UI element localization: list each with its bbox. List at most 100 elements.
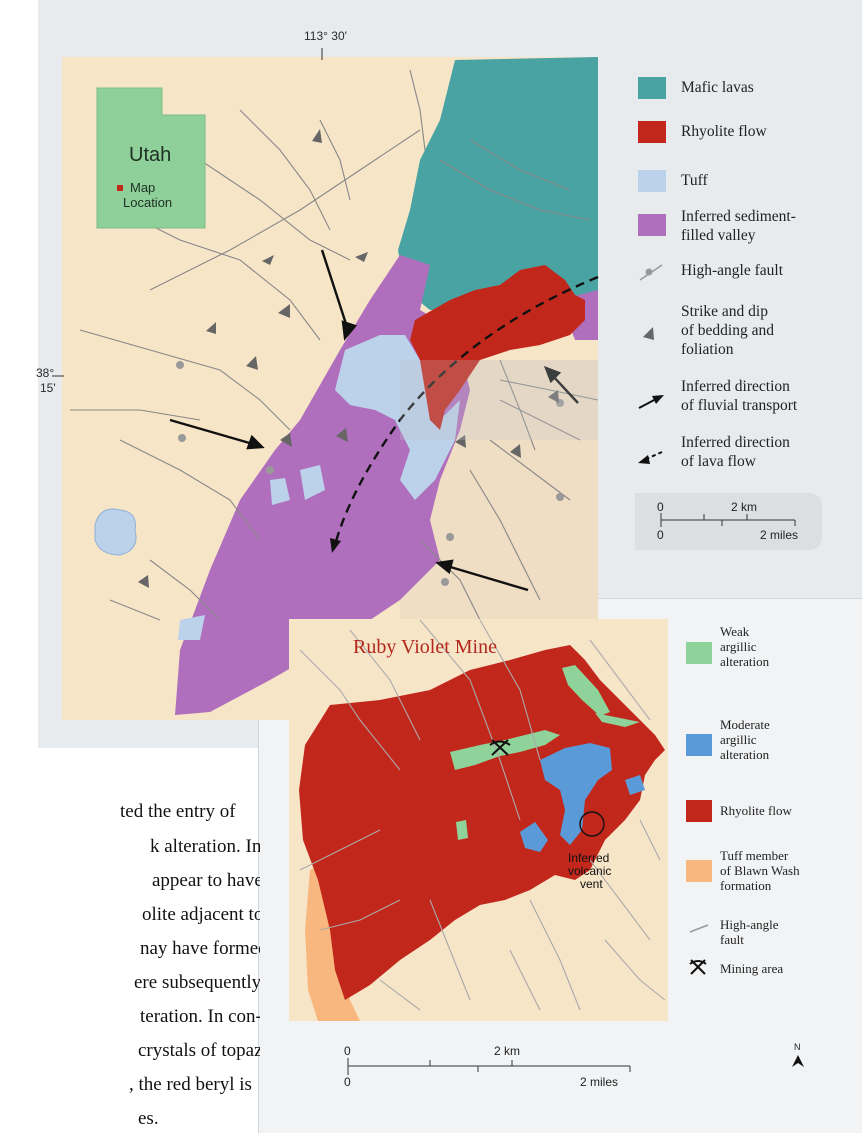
tuff-patch-1	[300, 465, 325, 500]
weak-argillic-1	[562, 665, 610, 716]
weak-argillic-3	[456, 820, 468, 840]
mine-title: Ruby Violet Mine	[353, 636, 497, 658]
longitude-label: 113° 30'	[304, 29, 347, 43]
legend-label-lava-1: Inferred direction	[681, 434, 790, 451]
body-text-line-5: nay have formed	[140, 938, 260, 959]
detail-legend-tuff-2: of Blawn Wash	[720, 863, 800, 878]
legend-label-fluvial-1: Inferred direction	[681, 378, 790, 395]
detail-scale-mi-end: 2 miles	[580, 1075, 619, 1089]
detail-legend-tuff-3: formation	[720, 878, 772, 893]
main-fluvial-arrows	[169, 249, 579, 592]
detail-legend-mining-symbol	[689, 959, 707, 975]
legend-label-sediment-2: filled valley	[681, 227, 756, 244]
main-scale-mi-end: 2 miles	[760, 528, 799, 542]
legend-strike-dip-symbol	[643, 327, 654, 340]
rhyolite-area	[410, 265, 585, 430]
body-text-line-3: appear to have	[152, 870, 260, 891]
body-text-line-10: es.	[138, 1108, 159, 1129]
detail-fault-lines	[299, 619, 666, 1011]
moderate-argillic-3	[625, 775, 645, 795]
body-text-line-9: , the red beryl is	[129, 1074, 252, 1095]
legend-high-angle-fault-symbol	[639, 264, 663, 281]
detail-legend-fault-symbol	[689, 924, 709, 933]
north-arrow	[792, 1055, 804, 1067]
north-label: N	[794, 1042, 801, 1052]
main-scale-bar-bg	[635, 493, 822, 550]
body-text-line-8: crystals of topaz	[138, 1040, 260, 1061]
vent-label-3: vent	[580, 877, 603, 891]
detail-scale-km-start: 0	[344, 1044, 351, 1058]
detail-legend-moderate-1: Moderate	[720, 717, 770, 732]
legend-swatch-mafic-lavas	[638, 77, 666, 99]
legend-label-fault: High-angle fault	[681, 262, 784, 279]
tuff-patch-3	[178, 615, 205, 640]
detail-scale-bar	[347, 1058, 631, 1075]
body-text-line-6: ere subsequently	[134, 972, 260, 993]
legend-swatch-tuff	[638, 170, 666, 192]
detail-legend-fault-1: High-angle	[720, 917, 779, 932]
utah-inset-title: Utah	[129, 144, 172, 166]
main-scale-mi-start: 0	[657, 528, 664, 542]
mafic-lavas-area	[398, 57, 598, 320]
main-fault-lines	[70, 69, 599, 621]
legend-label-strike-2: of bedding and	[681, 322, 774, 339]
latitude-label-minutes: 15'	[40, 381, 56, 395]
detail-legend-swatch-moderate-argillic	[686, 734, 712, 756]
inset-projection	[400, 360, 598, 440]
tuff-area	[335, 335, 460, 500]
body-text-line-2: k alteration. In	[150, 836, 260, 857]
detail-legend-swatch-rhyolite	[686, 800, 712, 822]
body-text-line-7: teration. In con-	[140, 1006, 260, 1027]
main-scale-bar	[660, 513, 796, 527]
detail-legend-swatch-tuff-member	[686, 860, 712, 882]
legend-lava-flow-arrow-symbol	[638, 451, 663, 464]
weak-argillic-4	[595, 713, 640, 727]
body-text-line-1: ted the entry of	[120, 801, 236, 822]
detail-scale-mi-start: 0	[344, 1075, 351, 1089]
legend-swatch-rhyolite	[638, 121, 666, 143]
legend-label-sediment-1: Inferred sediment-	[681, 208, 796, 225]
legend-fluvial-arrow-symbol	[638, 395, 664, 409]
detail-legend-swatch-weak-argillic	[686, 642, 712, 664]
moderate-argillic-1	[540, 743, 612, 845]
legend-label-fluvial-2: of fluvial transport	[681, 397, 798, 414]
map-location-label-2: Location	[123, 195, 173, 210]
main-scale-km-start: 0	[657, 500, 664, 514]
body-text-column: ted the entry of k alteration. In appear…	[110, 800, 260, 1130]
map-location-label-1: Map	[130, 180, 156, 195]
volcanic-vent-marker	[579, 811, 605, 837]
main-strike-dip-symbols	[138, 129, 559, 588]
detail-legend-moderate-3: alteration	[720, 747, 770, 762]
main-lava-flow-arrow	[333, 275, 599, 546]
main-fault-dots	[176, 361, 564, 586]
main-scale-km-end: 2 km	[731, 500, 758, 514]
detail-legend-moderate-2: argillic	[720, 732, 757, 747]
detail-legend-weak-1: Weak	[720, 624, 750, 639]
legend-label-mafic-lavas: Mafic lavas	[681, 79, 754, 96]
legend-label-rhyolite: Rhyolite flow	[681, 123, 767, 140]
detail-legend-weak-3: alteration	[720, 654, 770, 669]
legend-swatch-sediment-valley	[638, 214, 666, 236]
legend-label-strike-3: foliation	[681, 341, 734, 358]
detail-legend-rhyolite: Rhyolite flow	[720, 803, 792, 818]
weak-argillic-2	[450, 730, 560, 770]
detail-rhyolite-area	[299, 645, 665, 1000]
moderate-argillic-2	[520, 822, 548, 852]
latitude-label-degrees: 38°	[36, 366, 55, 380]
detail-legend-fault-2: fault	[720, 932, 744, 947]
body-text-line-4: olite adjacent to	[142, 904, 260, 925]
detail-map	[289, 619, 804, 1075]
detail-legend-tuff-1: Tuff member	[720, 848, 789, 863]
map-location-marker	[117, 185, 123, 191]
tuff-isolated	[94, 508, 137, 556]
main-lava-flow-arrowhead	[330, 538, 341, 553]
tuff-patch-2	[270, 478, 290, 505]
vent-label-2: volcanic	[568, 864, 612, 878]
vent-label-1: Inferred	[568, 851, 610, 865]
legend-label-tuff: Tuff	[681, 172, 708, 189]
legend-label-lava-2: of lava flow	[681, 453, 756, 470]
detail-scale-km-end: 2 km	[494, 1044, 521, 1058]
detail-legend-weak-2: argillic	[720, 639, 757, 654]
mining-area-marker	[489, 739, 511, 756]
